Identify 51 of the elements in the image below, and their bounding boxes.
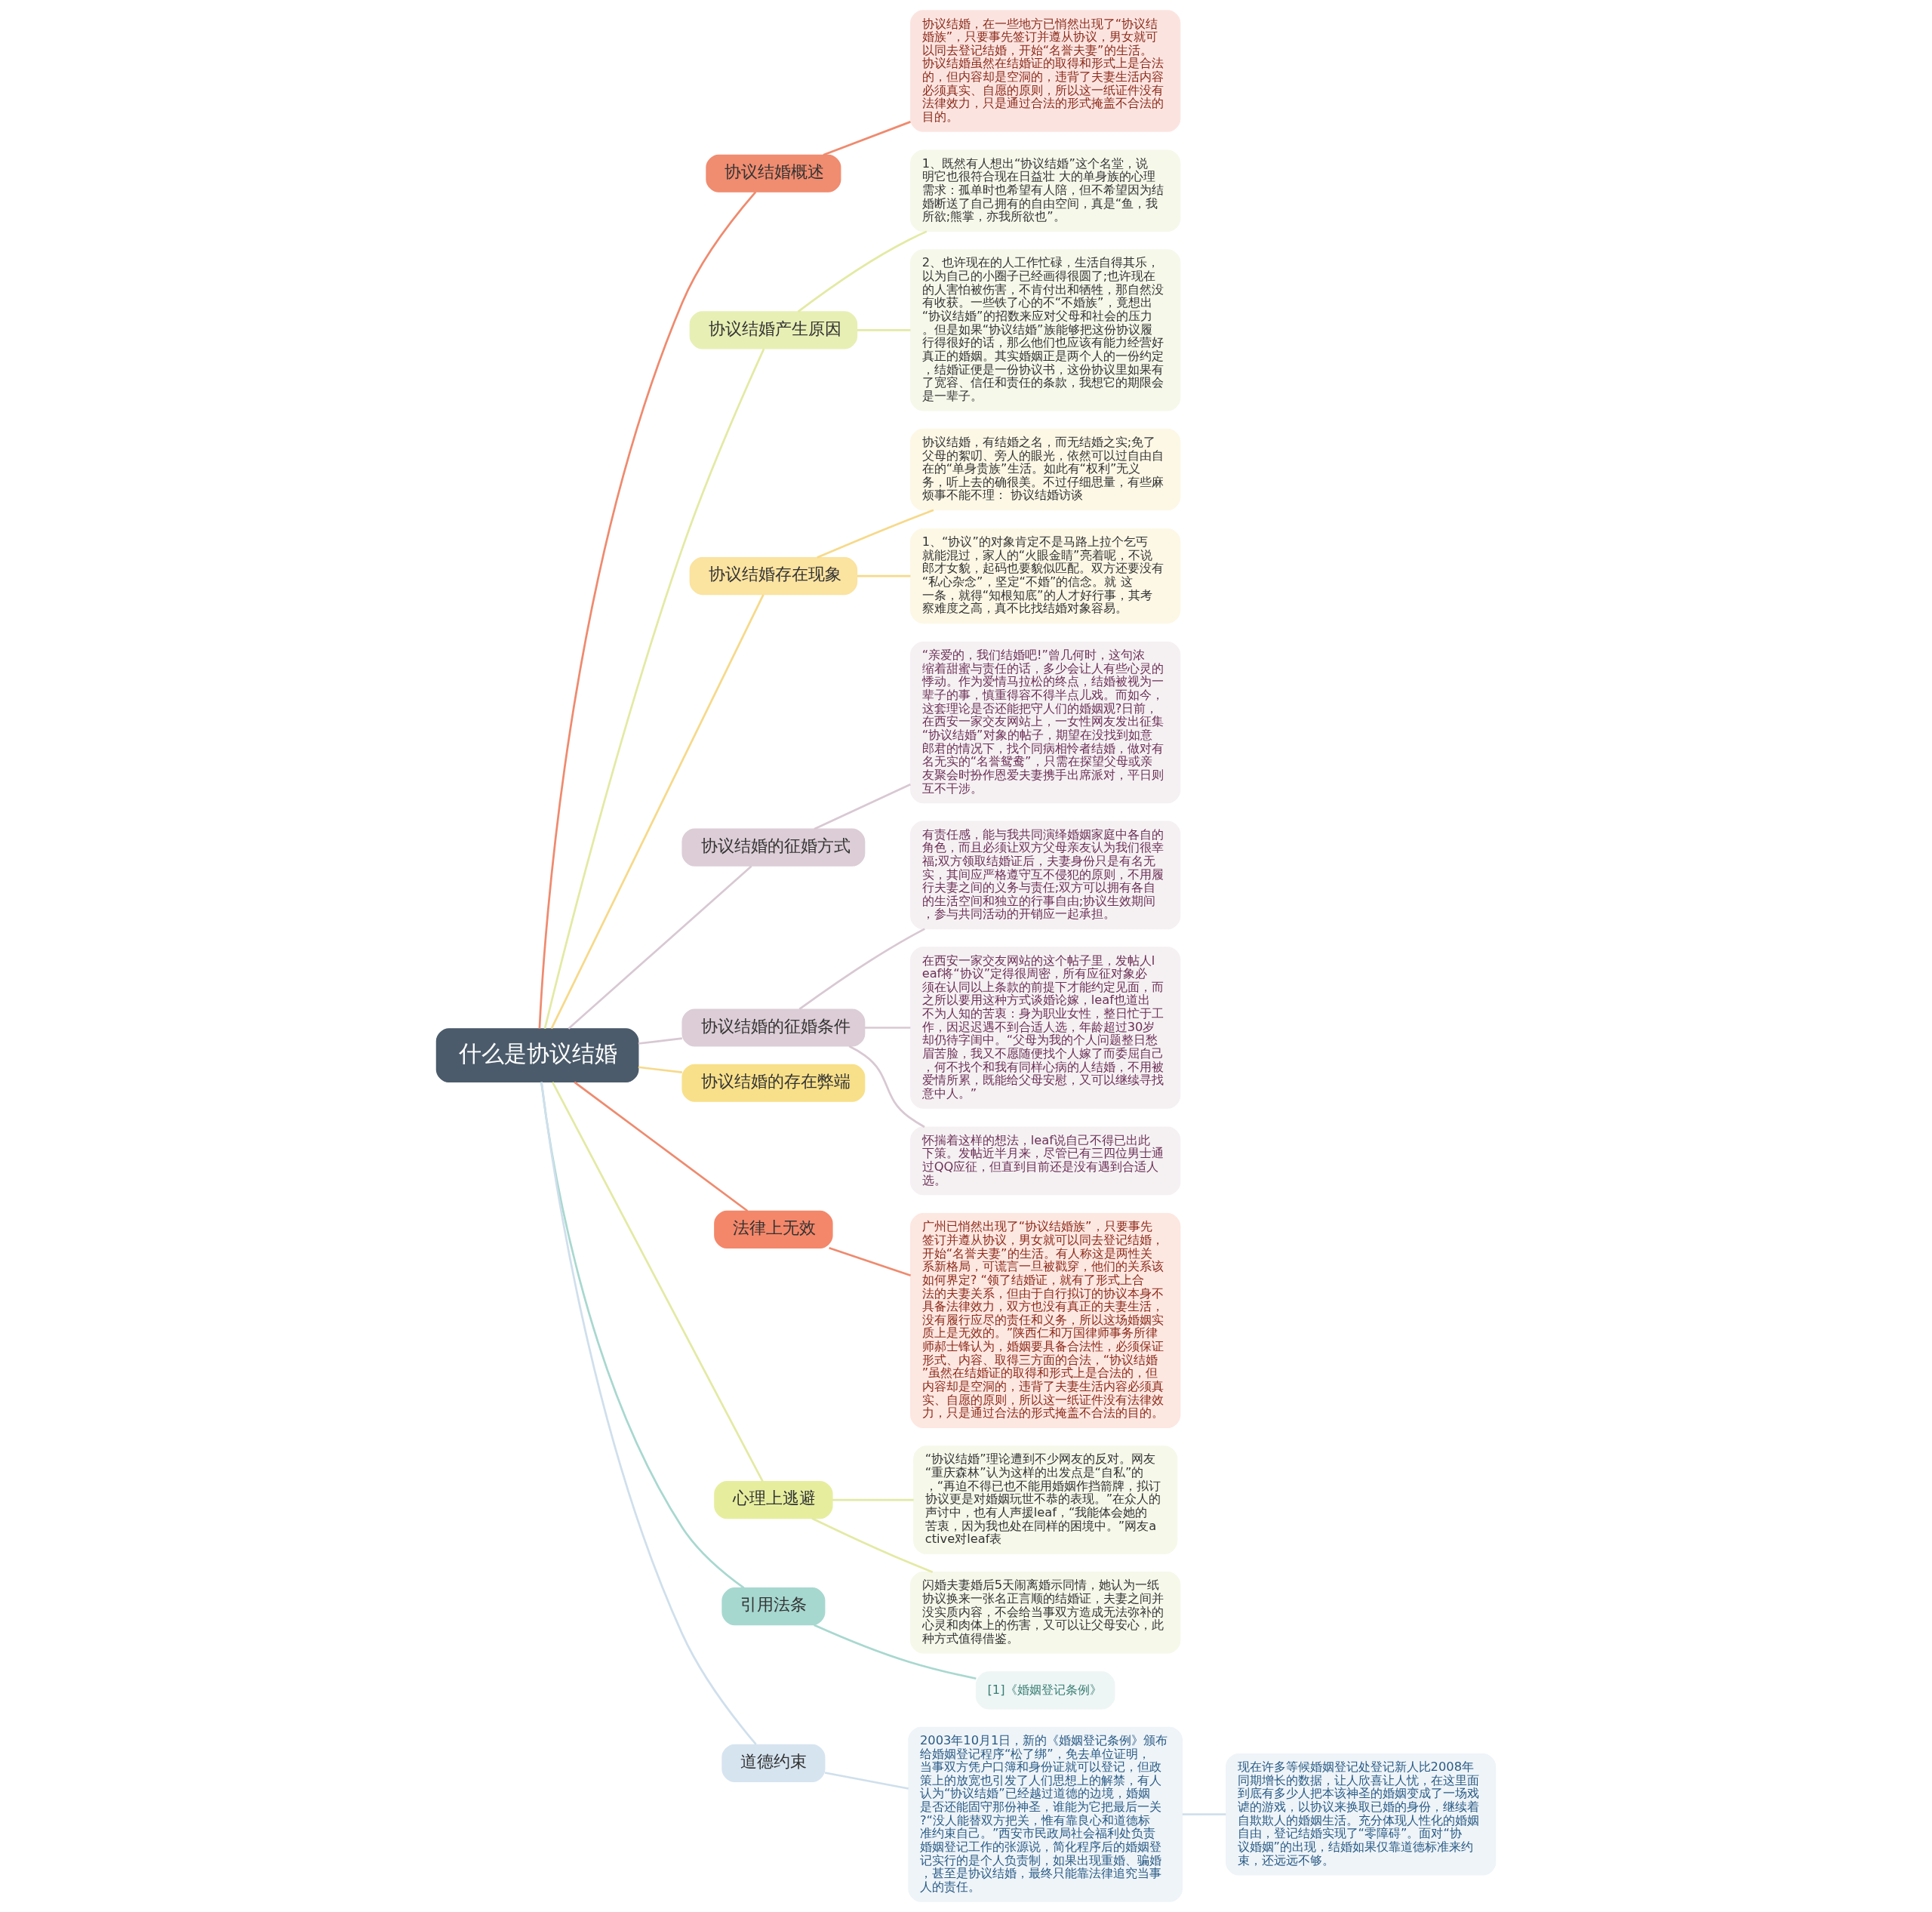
node-box: 广州已悄然出现了“协议结婚族”，只要事先签订并遵从协议，男女就可以同去登记结婚，开始“名誉夫妻”的生活。有人称这是两性关系新格局，可谎言一旦被戳穿，他们的关系该如何界定? “领了结婚证，就有了形式上合法的夫妻关系，但由于自行拟订的协议本身不具备法律效力，双方也没有真正的夫妻生活，没有履行应尽的责任和义务，所以这场婚姻实质上是无效的。”陕西仁和万国律师事务所律师郝士锋认为，婚姻要具备合法性，必须保证形式、内容、取得三方面的合法，“协议结婚”虽然在结婚证的取得和形式上是合法的，但内容却是空洞的，违背了夫妻生活内容必须真实、自愿的原则，所以这一纸证件没有法律效力，只是通过合法的形式掩盖不合法的目的。 (910, 1213, 1181, 1429)
node-box: 协议结婚存在现象 (689, 556, 858, 596)
connector (568, 865, 752, 1030)
node-box: 2、也许现在的人工作忙碌，生活自得其乐，以为自己的小圈子已经画得很圆了;也许现在的人害怕被伤害，不肯付出和牺牲，那自然没有收获。一些铁了心的不“不婚族”，竟想出“协议结婚”的招数来应对父母和社会的压力。但是如果“协议结婚”族能够把这份协议履行得很好的话，那么他们也应该有能力经营好真正的婚姻。其实婚姻正是两个人的一份约定，结婚证便是一份协议书，这份协议里如果有了宽容、信任和责任的条款，我想它的期限会是一辈子。 (910, 249, 1181, 411)
connector (797, 230, 928, 313)
node-box: 在西安一家交友网站的这个帖子里，发帖人leaf将“协议”定得很周密，所有应征对象必须在认同以上条款的前提下才能约定见面，而之所以要用这种方式谈婚论嫁，leaf也道出不为人知的苦衷：身为职业女性，整日忙于工作，因迟迟遇不到合适人选，年龄超过30岁却仍待字闺中。“父母为我的个人问题整日愁眉苦脸，我又不愿随便找个人嫁了而委屈自己，何不找个和我有同样心病的人结婚，不用被爱情所累，既能给父母安慰，又可以继续寻找意中人。” (910, 947, 1181, 1109)
connector (814, 784, 912, 830)
node-box: “协议结婚”理论遭到不少网友的反对。网友“重庆森林”认为这样的出发点是“自私”的，“再迫不得已也不能用婚姻作挡箭牌，拟订协议更是对婚姻玩世不恭的表现。”在众人的声讨中，也有人声援leaf，“我能体会她的苦衷，因为我也处在同样的困境中。”网友active对leaf表 (913, 1446, 1178, 1554)
node-box: “亲爱的，我们结婚吧!”曾几何时，这句浓缩着甜蜜与责任的话，多少会让人有些心灵的悸动。作为爱情马拉松的终点，结婚被视为一辈子的事，慎重得容不得半点儿戏。而如今，这套理论是否还能把守人们的婚姻观?日前，在西安一家交友网站上，一女性网友发出征集“协议结婚”对象的帖子，期望在没找到如意郎君的情况下，找个同病相怜者结婚，做对有名无实的“名誉鸳鸯”，只需在探望父母或亲友聚会时扮作恩爱夫妻携手出席派对，平日则互不干涉。 (910, 641, 1181, 804)
connector (811, 1517, 934, 1573)
connector (798, 928, 925, 1011)
node-box: 法律上无效 (714, 1210, 833, 1248)
connector (540, 1082, 745, 1589)
node-box: 协议结婚的存在弊端 (681, 1064, 866, 1102)
node-box: [1]《婚姻登记条例》 (975, 1671, 1115, 1710)
node-box: 心理上逃避 (714, 1480, 833, 1519)
connector (829, 1246, 912, 1277)
connector (824, 1772, 909, 1790)
connector (817, 509, 934, 559)
node-box: 1、既然有人想出“协议结婚”这个名堂，说明它也很符合现在日益壮 大的单身族的心理需求：孤单时也希望有人陪，但不希望因为结婚断送了自己拥有的自由空间，真是“鱼，我所欲;熊掌，亦我所欲也”。 (910, 149, 1181, 232)
connector (857, 329, 911, 331)
connector (814, 1624, 977, 1680)
connector (538, 191, 757, 1029)
node-box: 有责任感，能与我共同演绎婚姻家庭中各自的角色，而且必须让双方父母亲友认为我们很幸福;双方领取结婚证后，夫妻身份只是有名无实，其间应严格遵守互不侵犯的原则，不用履行夫妻之间的义务与责任;双方可以拥有各自的生活空间和独立的行事自由;协议生效期间，参与共同活动的开销应一起承担。 (910, 821, 1181, 930)
node-box: 什么是协议结婚 (435, 1028, 639, 1083)
connector (550, 594, 764, 1030)
connector (857, 574, 911, 577)
node-box: 怀揣着这样的想法，leaf说自己不得已出此下策。发帖近半月来，尽管已有三四位男士通过QQ应征，但直到目前还是没有遇到合适人选。 (910, 1126, 1181, 1196)
connector (823, 121, 911, 156)
node-box: 闪婚夫妻婚后5天闹离婚示同情，她认为一纸协议换来一张名正言顺的结婚证，夫妻之间并没实质内容，不会给当事双方造成无法弥补的心灵和肉体上的伤害，又可以让父母安心，此种方式值得借鉴。 (910, 1572, 1181, 1654)
connector (832, 1498, 914, 1501)
connector (551, 1082, 764, 1482)
node-box: 协议结婚产生原因 (689, 311, 858, 349)
node-box: 2003年10月1日，新的《婚姻登记条例》颁布给婚姻登记程序“松了绑”，免去单位证明，当事双方凭户口簿和身份证就可以登记，但政策上的放宽也引发了人们思想上的解禁，有人认为“协议结婚”已经越过道德的边境，婚姻是否还能固守那份神圣，谁能为它把最后一关?“没人能替双方把关，惟有靠良心和道德标准约束自己。”西安市民政局社会福利处负责婚姻登记工作的张源说，简化程序后的婚姻登记实行的是个人负责制，如果出现重婚、骗婚，甚至是协议结婚，最终只能靠法律追究当事人的责任。 (908, 1726, 1183, 1902)
node-box: 现在许多等候婚姻登记处登记新人比2008年同期增长的数据，让人欣喜让人忧，在这里面到底有多少人把本该神圣的婚姻变成了一场戏谑的游戏，以协议来换取已婚的身份，继续着自欺欺人的婚姻生活。充分体现人性化的婚姻自由，登记结婚实现了“零障碍”。面对“协议婚姻”的出现，结婚如果仅靠道德标准来约束，还远远不够。 (1226, 1753, 1497, 1876)
node-box: 协议结婚，有结婚之名，而无结婚之实;免了父母的絮叨、旁人的眼光，依然可以过自由自在的“单身贵族”生活。如此有“权利”无义务，听上去的确很美。不过仔细思量，有些麻烦事不能不理： 协议结婚访谈 (910, 428, 1181, 511)
connector (638, 1037, 682, 1045)
connector (574, 1081, 749, 1212)
node-box: 引用法条 (721, 1587, 826, 1626)
connector (638, 1066, 682, 1073)
node-box: 道德约束 (721, 1744, 826, 1782)
node-box: 协议结婚，在一些地方已悄然出现了“协议结婚族”，只要事先签订并遵从协议，男女就可以同去登记结婚，开始“名誉夫妻”的生活。协议结婚虽然在结婚证的取得和形式上是合法的，但内容却是空洞的，违背了夫妻生活内容必须真实、自愿的原则，所以这一纸证件没有法律效力，只是通过合法的形式掩盖不合法的目的。 (910, 10, 1181, 132)
node-box: 协议结婚的征婚条件 (681, 1008, 866, 1047)
node-box: 1、“协议”的对象肯定不是马路上拉个乞丐就能混过，家人的“火眼金睛”亮着呢，不说郎才女貌，起码也要貌似匹配。双方还要没有“私心杂念”，坚定“不婚”的信念。就 这一条，就得“知根知底”的人才好行事，其考察难度之高，真不比找结婚对象容易。 (910, 528, 1181, 624)
node-box: 协议结婚的征婚方式 (681, 828, 866, 867)
connector (848, 1045, 925, 1128)
node-box: 协议结婚概述 (706, 154, 841, 192)
connector (864, 1027, 911, 1029)
connector (543, 348, 765, 1030)
connector (1182, 1813, 1226, 1816)
connector (540, 1082, 757, 1745)
